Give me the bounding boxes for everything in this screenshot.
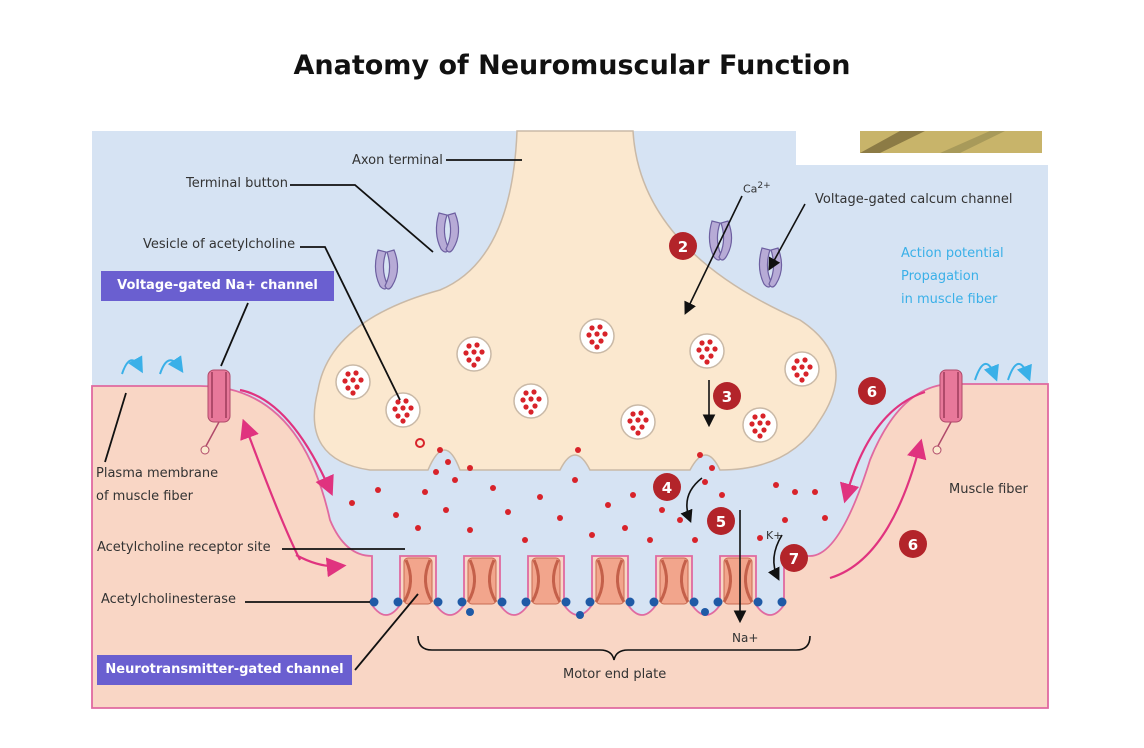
svg-text:2: 2 bbox=[678, 238, 688, 256]
label-vesicle: Vesicle of acetylcholine bbox=[143, 237, 296, 252]
svg-text:5: 5 bbox=[716, 513, 726, 531]
step-badge-3: 3 bbox=[713, 382, 741, 410]
step-badge-5: 5 bbox=[707, 507, 735, 535]
label-sodium: Na+ bbox=[732, 631, 759, 645]
label-muscle-fiber: Muscle fiber bbox=[949, 482, 1028, 497]
label-action-potential-3: in muscle fiber bbox=[901, 292, 998, 307]
label-box-neurotransmitter-gated-channel: Neurotransmitter-gated channel bbox=[97, 655, 352, 685]
step-badge-7: 7 bbox=[780, 544, 808, 572]
label-motor-end-plate: Motor end plate bbox=[563, 667, 667, 682]
label-ach-receptor-site: Acetylcholine receptor site bbox=[97, 540, 271, 555]
label-potassium: K+ bbox=[766, 529, 783, 542]
label-plasma-membrane-1: Plasma membrane bbox=[96, 466, 219, 481]
label-axon-terminal: Axon terminal bbox=[352, 153, 443, 168]
label-vg-calcium-channel: Voltage-gated calcum channel bbox=[815, 192, 1013, 207]
svg-text:6: 6 bbox=[908, 536, 918, 554]
step-badge-6-left: 6 bbox=[858, 377, 886, 405]
label-action-potential-2: Propagation bbox=[901, 269, 979, 284]
step-badge-4: 4 bbox=[653, 473, 681, 501]
svg-text:7: 7 bbox=[789, 550, 799, 568]
svg-text:6: 6 bbox=[867, 383, 877, 401]
svg-text:3: 3 bbox=[722, 388, 732, 406]
label-plasma-membrane-2: of muscle fiber bbox=[96, 489, 194, 504]
svg-text:4: 4 bbox=[662, 479, 672, 497]
diagram-title: Anatomy of Neuromuscular Function bbox=[293, 50, 851, 81]
label-acetylcholinesterase: Acetylcholinesterase bbox=[101, 592, 236, 607]
label-action-potential-1: Action potential bbox=[901, 246, 1004, 261]
label-box-vg-na-channel: Voltage-gated Na+ channel bbox=[101, 271, 334, 301]
step-badge-6-right: 6 bbox=[899, 530, 927, 558]
step-badge-2: 2 bbox=[669, 232, 697, 260]
label-terminal-button: Terminal button bbox=[186, 176, 288, 191]
label-calcium-ion: Ca2+ bbox=[743, 181, 771, 196]
